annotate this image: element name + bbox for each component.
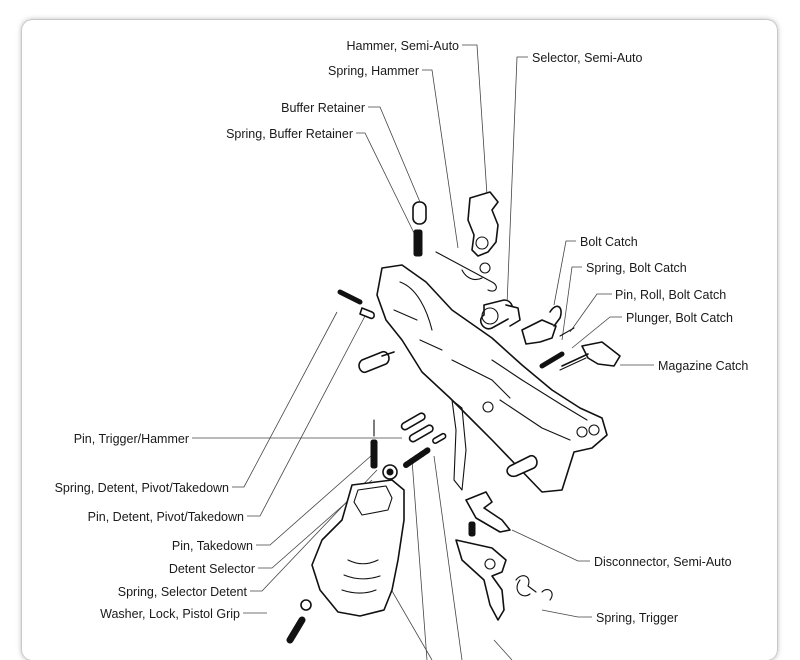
selector-detent-part (382, 447, 431, 480)
label-spring-buffer-retainer: Spring, Buffer Retainer (226, 127, 353, 141)
label-spring-selector-detent: Spring, Selector Detent (118, 585, 248, 599)
hammer-part (467, 191, 499, 274)
grip-screw-part (286, 616, 306, 644)
leader-pin-takedown (256, 454, 373, 546)
bolt-catch-part (521, 305, 575, 369)
label-bolt-catch: Bolt Catch (580, 235, 638, 249)
label-hammer: Hammer, Semi-Auto (346, 39, 459, 53)
pivot-spring-part (337, 289, 363, 305)
label-pin-detent-pivot: Pin, Detent, Pivot/Takedown (88, 510, 244, 524)
leader-pin-detent-pivot (247, 315, 366, 517)
label-detent-selector: Detent Selector (169, 562, 255, 576)
label-plunger-bolt-catch: Plunger, Bolt Catch (626, 311, 733, 325)
lock-washer-part (300, 599, 312, 611)
trigger-spring-part (515, 575, 553, 601)
leader-plunger (571, 316, 622, 349)
leader-spring-buffer-retainer (356, 132, 416, 236)
receiver-pivot-pin-part (506, 454, 538, 478)
selector-part (479, 299, 521, 330)
takedown-pin-part (358, 350, 395, 374)
label-magazine-catch: Magazine Catch (658, 359, 748, 373)
pivot-detent-part (359, 307, 375, 320)
leader-spring-selector (250, 469, 378, 592)
hammer-spring-part (435, 251, 497, 292)
leader-detent-selector (258, 479, 373, 569)
magazine-catch-part (559, 341, 621, 371)
leader-bottom-b (433, 455, 463, 660)
leader-spring-hammer (422, 69, 459, 249)
trigger-part (455, 539, 507, 621)
leader-bottom-a (411, 459, 428, 660)
leader-hammer (462, 44, 488, 196)
label-pin-trigger-hammer: Pin, Trigger/Hammer (74, 432, 189, 446)
leader-spring-trigger (541, 609, 592, 618)
leader-spring-detent-pivot (232, 311, 338, 488)
label-pin-takedown: Pin, Takedown (172, 539, 253, 553)
label-washer-lock-grip: Washer, Lock, Pistol Grip (100, 607, 240, 621)
leader-pin-roll (569, 293, 612, 333)
leader-selector (506, 56, 528, 306)
callout-labels: Hammer, Semi-Auto Selector, Semi-Auto Sp… (55, 39, 749, 625)
leader-disconnector (511, 529, 590, 562)
diagram-card: Hammer, Semi-Auto Selector, Semi-Auto Sp… (22, 20, 777, 660)
label-spring-detent-pivot: Spring, Detent, Pivot/Takedown (55, 481, 229, 495)
label-spring-trigger: Spring, Trigger (596, 611, 678, 625)
label-spring-hammer: Spring, Hammer (328, 64, 419, 78)
disconnector-part (465, 491, 511, 537)
buffer-retainer-part (412, 201, 427, 257)
leader-bottom-d (493, 639, 513, 660)
leader-spring-bolt-catch (561, 266, 582, 341)
leader-bolt-catch (553, 240, 576, 306)
label-spring-bolt-catch: Spring, Bolt Catch (586, 261, 687, 275)
lower-receiver-part (376, 264, 608, 493)
label-disconnector: Disconnector, Semi-Auto (594, 555, 732, 569)
label-selector: Selector, Semi-Auto (532, 51, 643, 65)
parts (286, 191, 621, 644)
exploded-parts-diagram: Hammer, Semi-Auto Selector, Semi-Auto Sp… (55, 39, 749, 660)
label-pin-roll-bolt-catch: Pin, Roll, Bolt Catch (615, 288, 726, 302)
leader-buffer-retainer (368, 106, 421, 203)
trigger-pins-part (370, 412, 447, 469)
pistol-grip-part (311, 479, 405, 617)
label-buffer-retainer: Buffer Retainer (281, 101, 365, 115)
